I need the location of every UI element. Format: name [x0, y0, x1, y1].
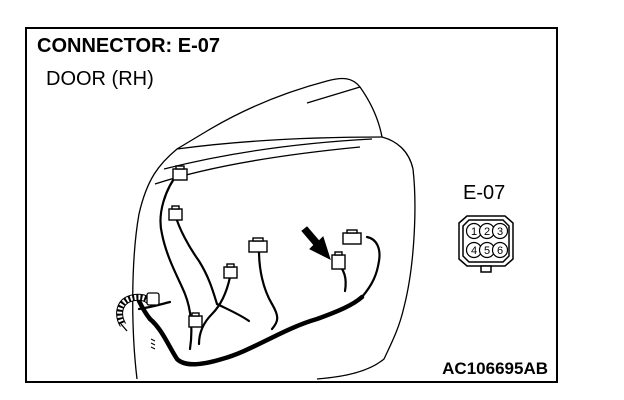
pin-label-1: 1 [471, 226, 477, 238]
figure-code: AC106695AB [442, 359, 548, 378]
pin-label-3: 3 [497, 226, 503, 238]
pin-label-6: 6 [497, 245, 503, 257]
connector-center [248, 237, 268, 253]
connector-left [168, 205, 183, 221]
harness-connectors [168, 165, 362, 328]
connector-right-top [342, 229, 362, 245]
connector-pinout: 1 2 3 4 5 6 [458, 215, 514, 273]
diagram-title: CONNECTOR: E-07 [37, 35, 220, 57]
pin-6 [491, 241, 509, 259]
connector-e07 [331, 251, 346, 270]
pin-label-2: 2 [484, 226, 490, 238]
wire-tail [150, 338, 156, 350]
connector-mid-left [223, 263, 238, 279]
pin-3 [491, 222, 509, 240]
door-outline [132, 77, 416, 380]
pin-label-5: 5 [484, 245, 490, 257]
pin-label-4: 4 [471, 245, 477, 257]
diagram-frame: CONNECTOR: E-07 DOOR (RH) [25, 27, 558, 383]
harness-trunk [136, 294, 365, 367]
diagram-subtitle: DOOR (RH) [46, 68, 154, 90]
connector-label: E-07 [463, 182, 506, 204]
door-harness-drawing [116, 77, 416, 380]
arrow-icon [301, 226, 331, 260]
connector-lower [188, 312, 203, 328]
connector-door-top [172, 165, 188, 181]
pin-circles: 1 2 3 4 5 6 [465, 222, 509, 259]
door-grommet [116, 292, 160, 332]
